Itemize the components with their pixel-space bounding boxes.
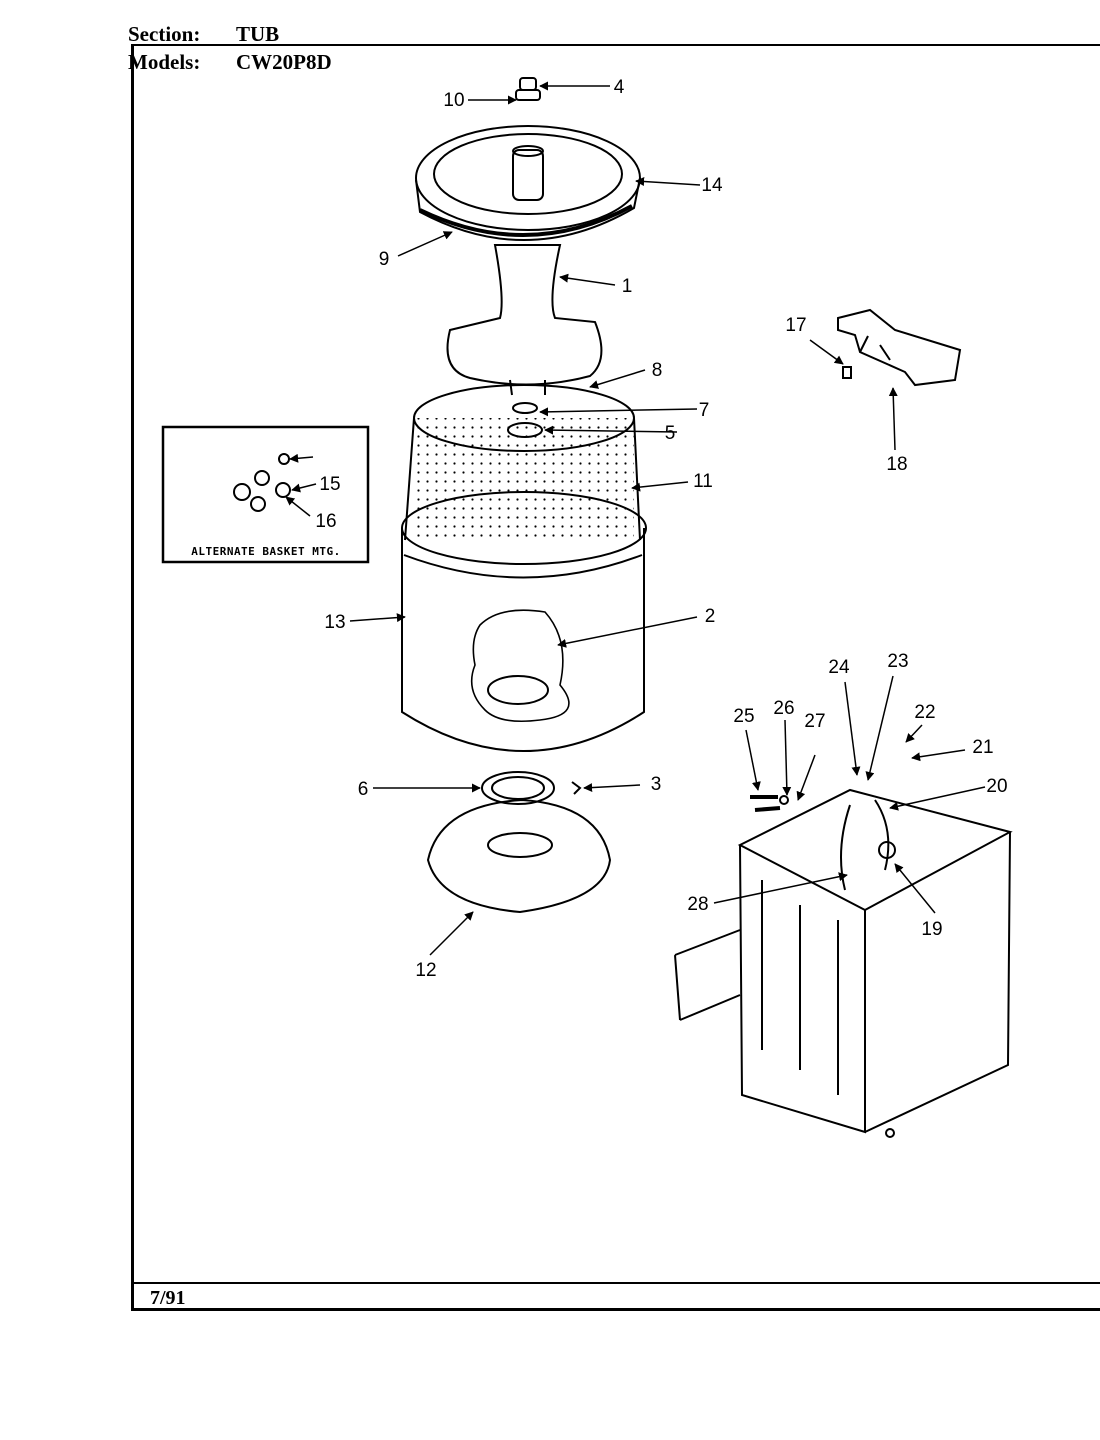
models-value: CW20P8D [236, 50, 332, 74]
callout-25: 25 [733, 706, 754, 727]
models-label: Models: [128, 50, 201, 74]
tub-cover [415, 125, 641, 241]
callout-3: 3 [651, 774, 662, 795]
cabinet [674, 788, 1013, 1138]
callout-21: 21 [972, 737, 993, 758]
callout-24: 24 [828, 657, 850, 678]
footer-divider [131, 1282, 1100, 1284]
tub-base [426, 798, 612, 914]
bracket [837, 308, 962, 387]
callout-6: 6 [358, 779, 369, 800]
callout-28: 28 [687, 894, 708, 915]
outer-tub [401, 491, 647, 752]
callout-7: 7 [699, 400, 710, 421]
gasket [481, 771, 555, 805]
cap-part [515, 77, 541, 101]
callout-10: 10 [443, 90, 464, 111]
clip [571, 781, 582, 795]
spin-basket [404, 384, 641, 541]
section-label: Section: [128, 22, 201, 46]
callout-17: 17 [785, 315, 806, 336]
washer [779, 795, 789, 805]
callout-8: 8 [652, 360, 663, 381]
callout-13: 13 [324, 612, 345, 633]
inset-parts [233, 453, 291, 512]
callout-19: 19 [921, 919, 942, 940]
inset-box [161, 425, 370, 564]
callout-15: 15 [319, 474, 340, 495]
bolts [750, 795, 781, 812]
callout-9: 9 [379, 249, 390, 270]
footer-date: 7/91 [150, 1287, 186, 1309]
callout-20: 20 [986, 776, 1007, 797]
callout-4: 4 [614, 77, 625, 98]
callout-14: 14 [701, 175, 723, 196]
callout-11: 11 [693, 471, 713, 492]
agitator [446, 244, 603, 396]
screw-part-17 [842, 366, 852, 379]
callout-1: 1 [622, 276, 633, 297]
callout-27: 27 [804, 711, 825, 732]
callout-2: 2 [705, 606, 716, 627]
inset-caption: ALTERNATE BASKET MTG. [191, 545, 341, 558]
callout-23: 23 [887, 651, 908, 672]
diagram-frame [131, 44, 1100, 1311]
callout-26: 26 [773, 698, 794, 719]
callout-12: 12 [415, 960, 436, 981]
callout-16: 16 [315, 511, 336, 532]
callout-18: 18 [886, 454, 907, 475]
callout-5: 5 [665, 423, 676, 444]
section-value: TUB [236, 22, 280, 46]
callout-22: 22 [914, 702, 935, 723]
